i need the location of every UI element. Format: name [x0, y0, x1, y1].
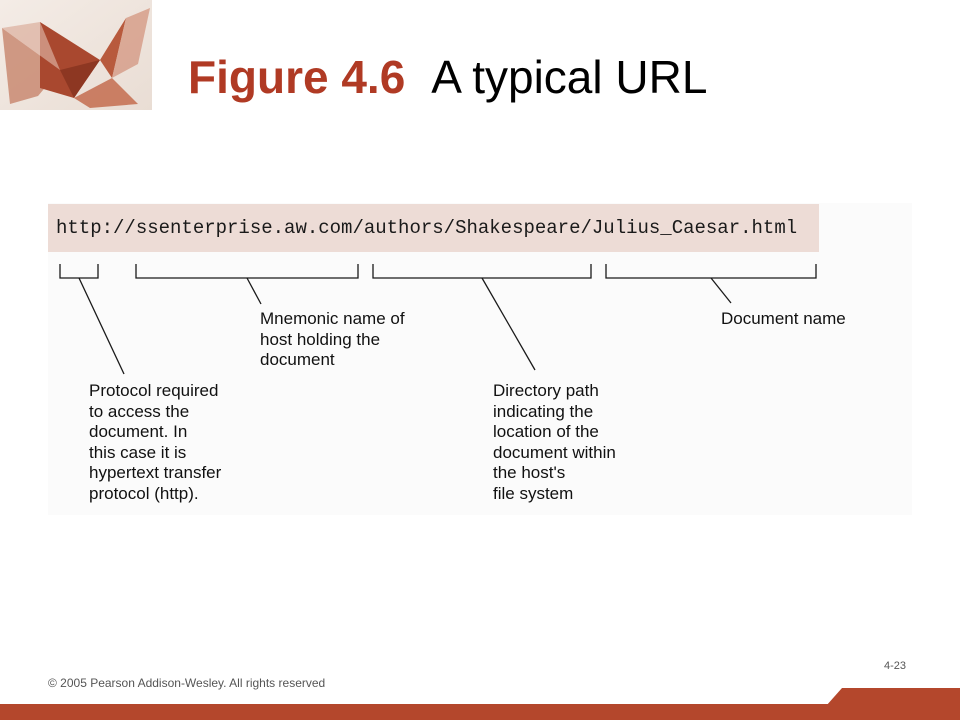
slide-title: Figure 4.6 A typical URL — [188, 44, 707, 110]
directory-label: Directory path indicating the location o… — [493, 381, 616, 504]
directory-label-line: the host's — [493, 463, 566, 482]
document-label: Document name — [721, 309, 846, 330]
copyright-notice: © 2005 Pearson Addison-Wesley. All right… — [48, 676, 326, 690]
protocol-label: Protocol required to access the document… — [89, 381, 221, 504]
protocol-label-line: this case it is — [89, 442, 187, 462]
host-label: Mnemonic name of host holding the docume… — [260, 309, 405, 371]
url-bar — [48, 204, 819, 252]
figure-panel — [48, 203, 912, 515]
url-text: http://ssenterprise.aw.com/authors/Shake… — [56, 217, 798, 239]
directory-label-line: location of the — [493, 422, 599, 441]
page-number: 4-23 — [884, 660, 907, 672]
directory-label-line: file system — [493, 483, 574, 503]
protocol-label-line: to access the — [89, 401, 190, 421]
directory-label-line: Directory path — [493, 381, 599, 400]
host-label-line: Mnemonic name of — [260, 309, 405, 328]
protocol-label-line: document. In — [89, 422, 188, 441]
host-label-line: document — [260, 350, 335, 369]
origami-crane-icon — [0, 0, 152, 110]
footer-tab — [826, 688, 960, 706]
protocol-label-line: hypertext transfer — [89, 463, 222, 482]
protocol-label-line: Protocol required — [89, 381, 219, 400]
host-label-line: host holding the — [260, 329, 381, 349]
figure-caption: A typical URL — [431, 51, 708, 103]
directory-label-line: indicating the — [493, 401, 594, 421]
footer-bar — [0, 704, 960, 720]
protocol-label-line: protocol (http). — [89, 483, 199, 503]
directory-label-line: document within — [493, 442, 616, 462]
figure-number: Figure 4.6 — [188, 51, 406, 103]
document-label-line: Document name — [721, 309, 846, 328]
